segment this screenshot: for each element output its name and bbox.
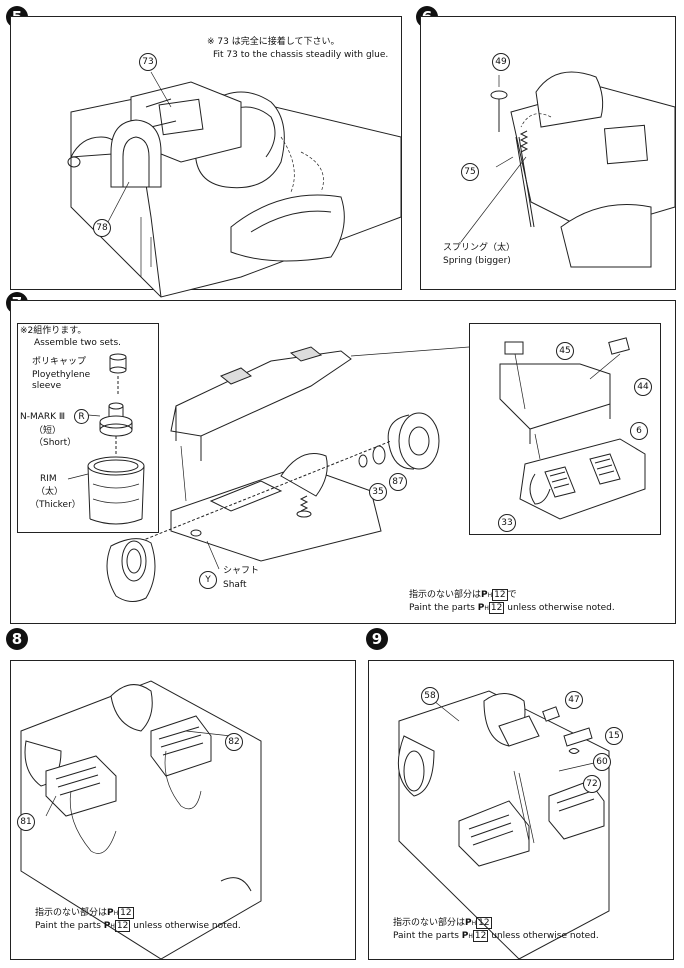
step-6-part-49: 49 <box>492 53 510 71</box>
paint-en-2: unless otherwise noted. <box>491 931 599 941</box>
paint-code-num: 12 <box>476 917 492 929</box>
inset-note-jp: ※2組作ります。 <box>20 326 87 336</box>
paint-code-h: H <box>113 910 119 917</box>
rim-en: （Thicker） <box>30 500 81 510</box>
step-7-wheel-inset: ※2組作ります。 Assemble two sets. ポリキャップ Ploye… <box>17 323 159 533</box>
step-7-part-33: 33 <box>498 514 516 532</box>
paint-jp-text: 指示のない部分は <box>393 918 466 928</box>
paint-code-p: P <box>481 590 488 600</box>
step-6-panel: 49 75 スプリング（太） Spring (bigger) <box>420 16 676 290</box>
step-6-spring-label-en: Spring (bigger) <box>443 256 511 266</box>
step-9-part-60: 60 <box>593 753 611 771</box>
paint-code-h-en: H <box>468 933 473 940</box>
step-9-part-58: 58 <box>421 687 439 705</box>
inset-wheel-drawing <box>67 353 145 525</box>
step-8-part-81: 81 <box>17 813 35 831</box>
step-9-chassis-drawing <box>397 690 610 960</box>
shaft-label-jp: シャフト <box>223 566 260 576</box>
step-6-chassis-drawing <box>460 71 676 268</box>
paint-code-num: 12 <box>492 589 508 601</box>
step-7-seat-inset: 45 44 6 33 <box>469 323 661 535</box>
step-9-number: 9 <box>366 628 388 650</box>
paint-code-p-en: P <box>103 921 111 931</box>
nmark-part-r: R <box>74 409 89 424</box>
polycap-en-1: Ployethylene <box>32 370 91 380</box>
paint-code-p-en: P <box>477 603 485 613</box>
step-5-part-73: 73 <box>139 53 157 71</box>
step-9-part-15: 15 <box>605 727 623 745</box>
step-8-part-82: 82 <box>225 733 243 751</box>
paint-en-1: Paint the parts <box>393 931 459 941</box>
step-5-part-78: 78 <box>93 219 111 237</box>
paint-code-p: P <box>107 908 114 918</box>
rim-jp: （太） <box>36 487 64 497</box>
paint-en-1: Paint the parts <box>409 603 475 613</box>
step-8-chassis-drawing <box>20 680 262 960</box>
step-7-part-87: 87 <box>389 473 407 491</box>
rim-label: RIM <box>40 474 57 484</box>
paint-code-h: H <box>487 592 493 599</box>
step-7-main-drawing <box>106 346 470 602</box>
step-7-part-y: Y <box>199 571 217 589</box>
paint-jp-text: 指示のない部分は <box>409 590 482 600</box>
paint-code-num-en: 12 <box>114 920 131 932</box>
step-5-chassis-drawing <box>67 71 402 298</box>
step-7-part-6: 6 <box>630 422 648 440</box>
step-8-number: 8 <box>6 628 28 650</box>
paint-jp-text: 指示のない部分は <box>35 908 108 918</box>
paint-code-h-en: H <box>484 605 489 612</box>
paint-en-1: Paint the parts <box>35 921 101 931</box>
step-7-part-45: 45 <box>556 342 574 360</box>
paint-code-num-en: 12 <box>472 930 489 942</box>
nmark-en: （Short） <box>34 438 77 448</box>
nmark-jp: （短） <box>34 426 62 436</box>
polycap-jp: ポリキャップ <box>32 357 87 367</box>
step-9-part-47: 47 <box>565 691 583 709</box>
paint-en-2: unless otherwise noted. <box>133 921 241 931</box>
step-5-note-en: Fit 73 to the chassis steadily with glue… <box>213 50 389 60</box>
nmark-label: N-MARK Ⅲ <box>20 412 66 422</box>
step-7-part-44: 44 <box>634 378 652 396</box>
step-7-panel: ※2組作ります。 Assemble two sets. ポリキャップ Ploye… <box>10 300 676 624</box>
paint-code-p: P <box>465 918 472 928</box>
inset-note-en: Assemble two sets. <box>34 338 122 348</box>
paint-code-h: H <box>471 920 477 927</box>
step-5-note-jp: ※ 73 は完全に接着して下さい。 <box>207 37 340 47</box>
step-6-part-75: 75 <box>461 163 479 181</box>
step-7-part-35: 35 <box>369 483 387 501</box>
paint-jp-suffix: で <box>507 590 517 600</box>
paint-code-num: 12 <box>118 907 134 919</box>
seat-inset-drawing <box>499 337 646 520</box>
step-5-panel: ※ 73 は完全に接着して下さい。 Fit 73 to the chassis … <box>10 16 402 298</box>
paint-code-h-en: H <box>110 923 115 930</box>
polycap-en-2: sleeve <box>32 381 62 391</box>
paint-en-2: unless otherwise noted. <box>507 603 615 613</box>
paint-code-p-en: P <box>461 931 469 941</box>
paint-code-num-en: 12 <box>488 602 505 614</box>
step-6-spring-label-jp: スプリング（太） <box>443 243 516 253</box>
shaft-label-en: Shaft <box>223 580 247 590</box>
step-9-part-72: 72 <box>583 775 601 793</box>
